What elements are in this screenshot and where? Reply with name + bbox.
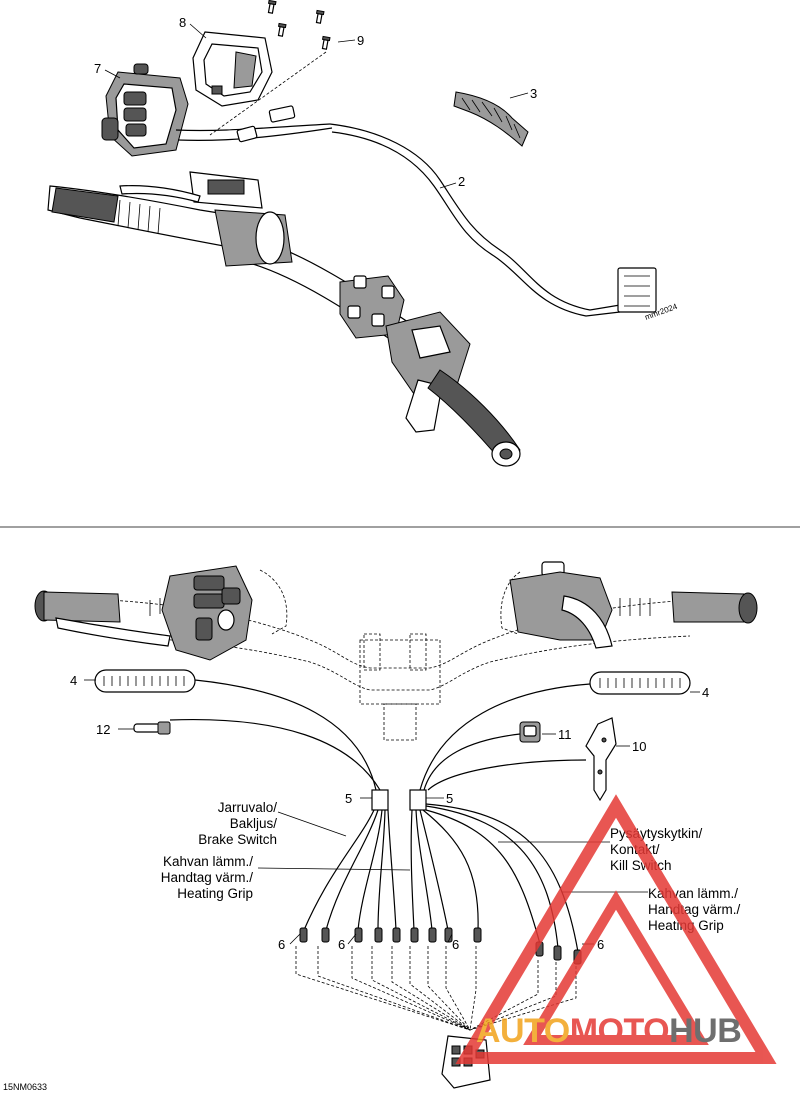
callout-8: 8 [179,15,186,30]
callout-6-c: 6 [452,937,459,952]
svg-text:Heating Grip: Heating Grip [177,886,253,901]
svg-text:Jarruvalo/: Jarruvalo/ [218,800,278,815]
callout-9: 9 [357,33,364,48]
watermark-triangle-inner [523,890,709,1045]
watermark-hub: HUB [669,1012,741,1050]
sleeve-left [371,789,389,811]
heating-element-left [94,669,196,693]
callout-4-left: 4 [70,673,77,688]
label-brake-switch: Jarruvalo/ Bakljus/ Brake Switch [198,800,277,847]
switch-module [101,63,333,157]
temperature-probe [133,721,171,735]
callout-12: 12 [96,722,110,737]
svg-text:Kahvan lämm./: Kahvan lämm./ [163,854,253,869]
upper-exploded-view: 8 9 7 3 2 mmr2024 [47,0,679,467]
right-grip-assembly [509,561,758,649]
callout-10: 10 [632,739,646,754]
watermark-triangle-outer [455,794,777,1064]
lower-assembled-view: 4 4 12 11 10 5 5 6 6 6 6 Jarruvalo/ Bakl… [34,561,758,1089]
harness-connector [617,267,657,313]
reference-code: 15NM0633 [3,1082,47,1092]
callout-2: 2 [458,174,465,189]
bracket-part-10 [585,717,617,802]
sleeve-right [409,789,427,811]
callout-7: 7 [94,61,101,76]
callout-6-b: 6 [338,937,345,952]
handlebar-upper [47,171,521,467]
screw-set [267,0,331,50]
watermark-auto: AUTO [476,1012,570,1050]
watermark-logo: AUTOMOTOHUB [455,794,777,1064]
svg-text:AUTOMOTOHUB: AUTOMOTOHUB [476,1012,741,1050]
callout-6-d: 6 [597,937,604,952]
watermark-moto: MOTO [570,1012,669,1050]
heating-element-right [589,671,691,695]
grip-part [453,91,529,147]
svg-text:Bakljus/: Bakljus/ [230,816,278,831]
svg-text:Brake Switch: Brake Switch [198,832,277,847]
svg-text:Handtag värm./: Handtag värm./ [648,902,741,917]
left-grip-assembly [34,565,253,661]
callout-5-right: 5 [446,791,453,806]
callout-3: 3 [530,86,537,101]
callout-6-a: 6 [278,937,285,952]
switch-housing-cover [192,31,273,107]
callout-5-left: 5 [345,791,352,806]
svg-text:Handtag värm./: Handtag värm./ [161,870,254,885]
callout-11: 11 [558,727,572,742]
switch-part-11 [519,721,541,743]
svg-text:Kill Switch: Kill Switch [610,858,672,873]
label-heating-grip-left: Kahvan lämm./ Handtag värm./ Heating Gri… [161,854,254,901]
callout-4-right: 4 [702,685,709,700]
